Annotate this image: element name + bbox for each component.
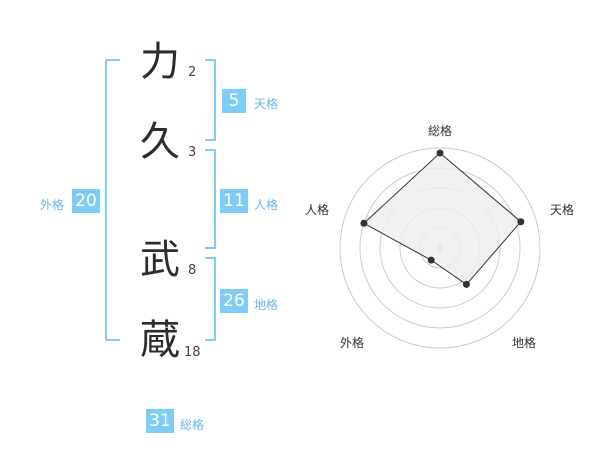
radar-label-jinkaku: 人格 [305, 203, 330, 217]
stroke-count-2: 3 [188, 145, 197, 160]
jinkaku-value: 11 [220, 189, 248, 213]
radar-label-gaikaku: 外格 [340, 336, 365, 350]
name-char-4: 蔵 [140, 317, 180, 363]
radar-label-tenkaku: 天格 [550, 203, 575, 217]
gaikaku-value: 20 [72, 189, 100, 213]
gaikaku-label: 外格 [40, 198, 65, 212]
soukaku-value: 31 [146, 409, 174, 433]
radar-ring-1 [339, 147, 541, 349]
soukaku-label: 総格 [180, 418, 205, 432]
gaikaku-bracket [105, 59, 120, 341]
chikaku-value: 26 [220, 289, 248, 313]
stroke-count-3: 8 [188, 263, 197, 278]
chikaku-label: 地格 [254, 298, 279, 312]
name-char-3: 武 [140, 237, 180, 283]
tenkaku-value: 5 [222, 89, 246, 113]
radar-point-5 [360, 219, 368, 227]
stroke-count-1: 2 [188, 65, 197, 80]
radar-point-4 [427, 256, 435, 264]
name-char-1: 力 [140, 39, 180, 85]
radar-polygon [363, 152, 522, 286]
tenkaku-label: 天格 [254, 97, 279, 111]
jinkaku-bracket [205, 149, 216, 249]
radar-label-chikaku: 地格 [512, 336, 537, 350]
radar-point-2 [517, 218, 525, 226]
radar-label-soukaku: 総格 [428, 124, 453, 138]
radar-point-1 [436, 149, 444, 157]
tenkaku-bracket [205, 59, 216, 141]
name-char-2: 久 [140, 119, 180, 165]
jinkaku-label: 人格 [254, 198, 279, 212]
radar-point-3 [462, 280, 470, 288]
stroke-count-4: 18 [184, 345, 201, 360]
chikaku-bracket [205, 257, 216, 341]
